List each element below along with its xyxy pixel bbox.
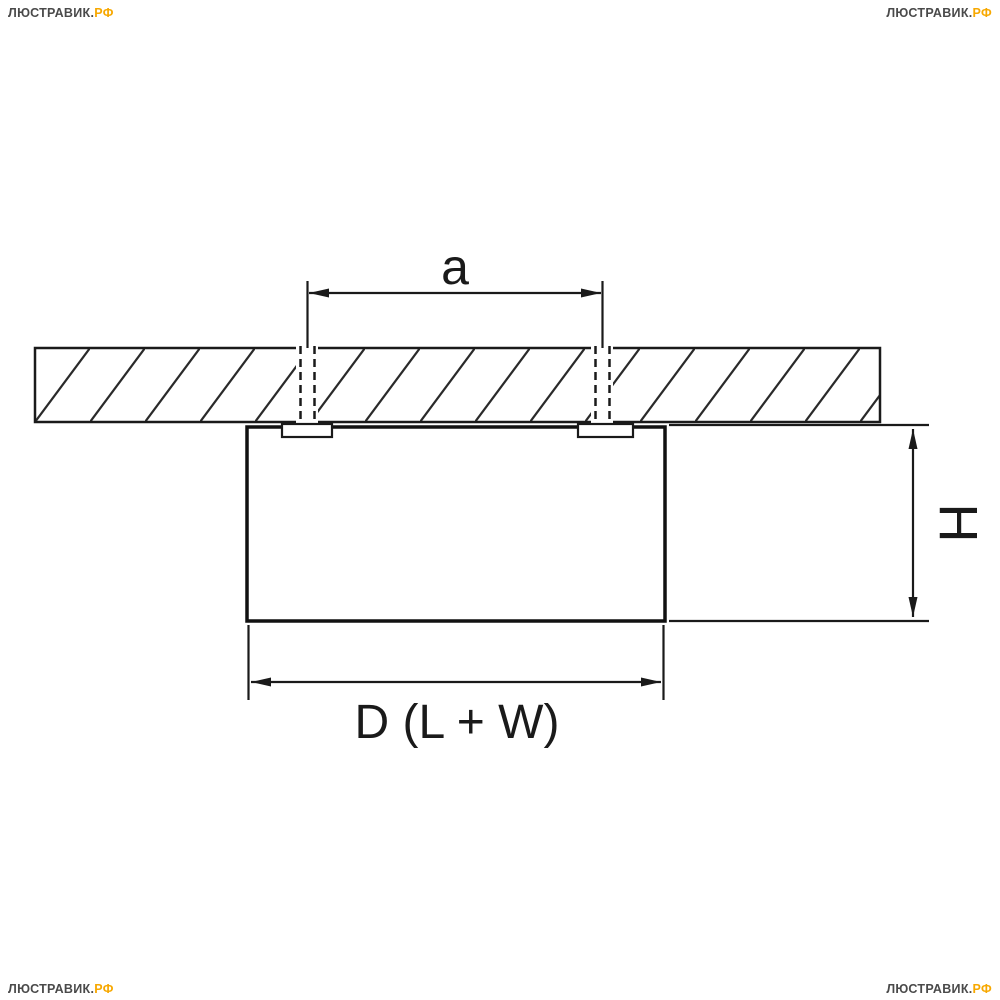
mounting-tab-left <box>280 422 334 439</box>
ceiling-slab <box>33 346 882 424</box>
mounting-hole-right <box>591 345 613 426</box>
mounting-hole-left <box>296 345 318 426</box>
watermark-top-left: ЛЮСТРАВИК.РФ <box>8 6 114 20</box>
mounting-tab-right <box>576 422 635 439</box>
dimension-d: D (L + W) <box>247 625 665 749</box>
watermark-bottom-left: ЛЮСТРАВИК.РФ <box>8 982 114 996</box>
watermark-main-text: ЛЮСТРАВИК. <box>8 6 95 20</box>
watermark-main-text: ЛЮСТРАВИК. <box>886 982 973 996</box>
watermark-suffix-text: РФ <box>972 6 992 20</box>
dimension-a: a <box>306 239 604 348</box>
dim-d-label: D (L + W) <box>355 696 560 749</box>
watermark-top-right: ЛЮСТРАВИК.РФ <box>886 6 992 20</box>
dim-a-label: a <box>441 239 469 295</box>
dim-h-label: H <box>928 504 988 543</box>
watermark-suffix-text: РФ <box>94 6 114 20</box>
fixture-body <box>245 425 667 623</box>
watermark-main-text: ЛЮСТРАВИК. <box>886 6 973 20</box>
watermark-bottom-right: ЛЮСТРАВИК.РФ <box>886 982 992 996</box>
dimension-h: H <box>669 423 988 623</box>
watermark-suffix-text: РФ <box>972 982 992 996</box>
watermark-suffix-text: РФ <box>94 982 114 996</box>
watermark-main-text: ЛЮСТРАВИК. <box>8 982 95 996</box>
ceiling-hatch <box>35 348 880 422</box>
